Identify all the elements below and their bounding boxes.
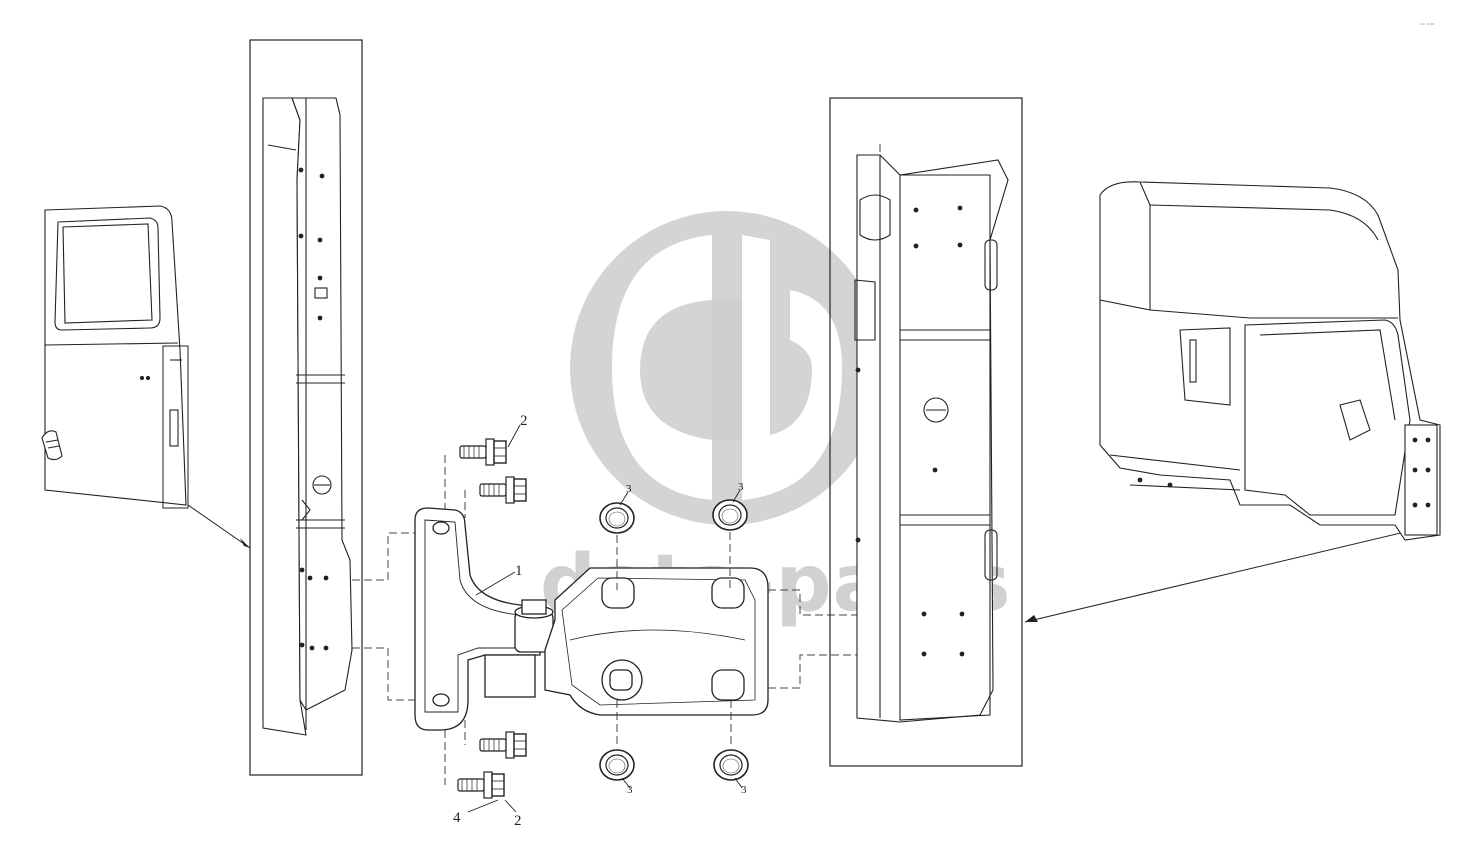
callout-washer: 4: [453, 810, 461, 826]
corner-mark: ᵒᵒ ᵒᵒᵒ: [1420, 22, 1435, 29]
bushing-top-left: [599, 502, 635, 534]
callout-bolt-bottom: 2: [514, 813, 522, 829]
callout-bushing-top-right: 3: [738, 481, 744, 493]
bushing-bottom-left: [599, 749, 635, 781]
left-detail-frame: [249, 39, 363, 776]
bushing-bottom-right: [713, 749, 749, 781]
leader-arrow-cab: [1024, 531, 1406, 623]
callout-bolt-top: 2: [520, 413, 528, 429]
callout-hinge: 1: [515, 563, 523, 579]
callout-bushing-top-left: 3: [626, 483, 632, 495]
callout-bushing-bottom-right: 3: [741, 784, 747, 796]
bolt-top-1: [459, 438, 507, 466]
bolt-bottom-2: [457, 771, 505, 799]
callout-leaders: [467, 424, 743, 813]
truck-cab-illustration: [1099, 181, 1441, 541]
bolt-bottom-1: [479, 731, 527, 759]
callout-bushing-bottom-left: 3: [627, 784, 633, 796]
right-detail-frame: [829, 97, 1023, 767]
cab-pillar-panel: [854, 154, 1009, 723]
arrow-head-door: [240, 538, 250, 548]
door-hinge: [414, 507, 769, 731]
bushing-top-right: [712, 499, 748, 531]
leader-arrow-door: [187, 504, 251, 549]
bolt-top-2: [479, 476, 527, 504]
door-edge-panel: [262, 97, 353, 736]
door-illustration: [41, 205, 189, 509]
arrow-head-cab: [1025, 615, 1038, 622]
